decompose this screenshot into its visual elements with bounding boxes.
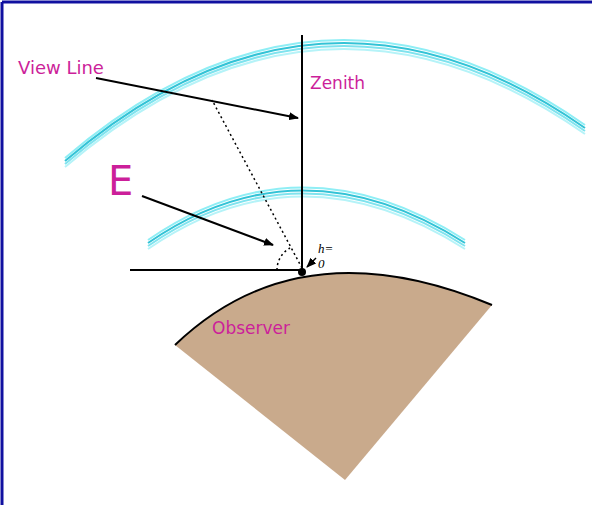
earth-sector: Observer [170, 268, 500, 484]
earth-shape [170, 268, 500, 484]
observer-dot [298, 268, 306, 276]
axis-label: Zenith [310, 74, 365, 94]
line-label: View Line [18, 58, 104, 79]
angle-arc [277, 248, 290, 270]
outer-layer-arc [65, 40, 585, 167]
height-label: h= 0 [318, 242, 338, 272]
frame-line [1, 2, 4, 505]
view-line [212, 100, 302, 268]
earth-surface [175, 273, 492, 345]
leader-arrow [142, 196, 273, 245]
leader-arrow [96, 78, 298, 118]
node-label: Observer [212, 318, 290, 338]
leader-arrow [307, 258, 316, 267]
earth-fill [175, 273, 492, 480]
frame-line [2, 1, 592, 4]
zenith-line [301, 35, 303, 270]
angle-label: E [108, 158, 133, 204]
inner-layer-arc [148, 188, 465, 250]
horizon-line [130, 269, 302, 271]
